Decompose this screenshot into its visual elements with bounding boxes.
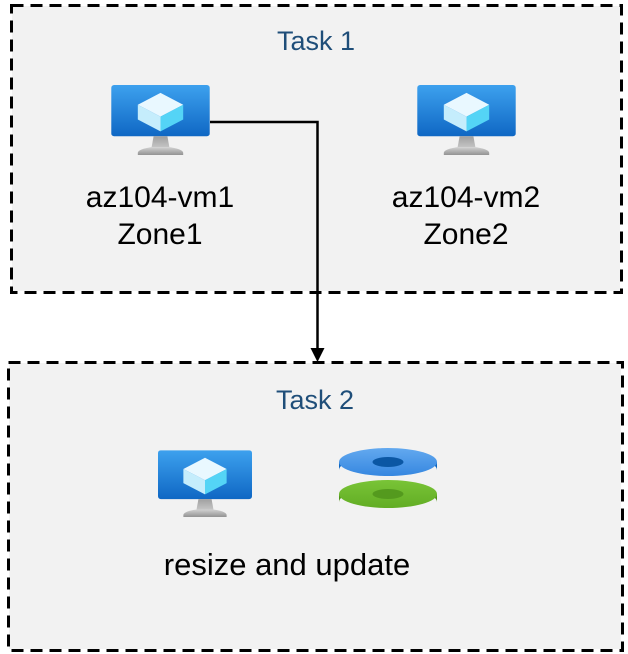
managed-disks-icon bbox=[338, 446, 438, 517]
vm2-label: az104-vm2 Zone2 bbox=[356, 179, 576, 253]
vm2-group: az104-vm2 Zone2 bbox=[356, 85, 576, 253]
vm1-label: az104-vm1 Zone1 bbox=[50, 179, 270, 253]
task2-title: Task 2 bbox=[275, 385, 355, 415]
vm2-name: az104-vm2 bbox=[391, 181, 541, 214]
vm1-group: az104-vm1 Zone1 bbox=[50, 85, 270, 253]
vm1-zone: Zone1 bbox=[117, 218, 203, 251]
virtual-machine-icon bbox=[417, 85, 516, 158]
task2-caption: resize and update bbox=[163, 547, 411, 582]
connector-arrowhead-icon bbox=[310, 348, 325, 362]
task2-box: Task 2 resize and update bbox=[9, 363, 621, 649]
virtual-machine-icon bbox=[111, 85, 210, 158]
task1-box: Task 1 az104-vm1 Zone1 az104-vm2 Zone2 bbox=[12, 6, 620, 291]
task1-title: Task 1 bbox=[276, 26, 356, 56]
vm2-zone: Zone2 bbox=[423, 218, 509, 251]
vm1-name: az104-vm1 bbox=[85, 181, 235, 214]
virtual-machine-icon bbox=[158, 450, 252, 520]
